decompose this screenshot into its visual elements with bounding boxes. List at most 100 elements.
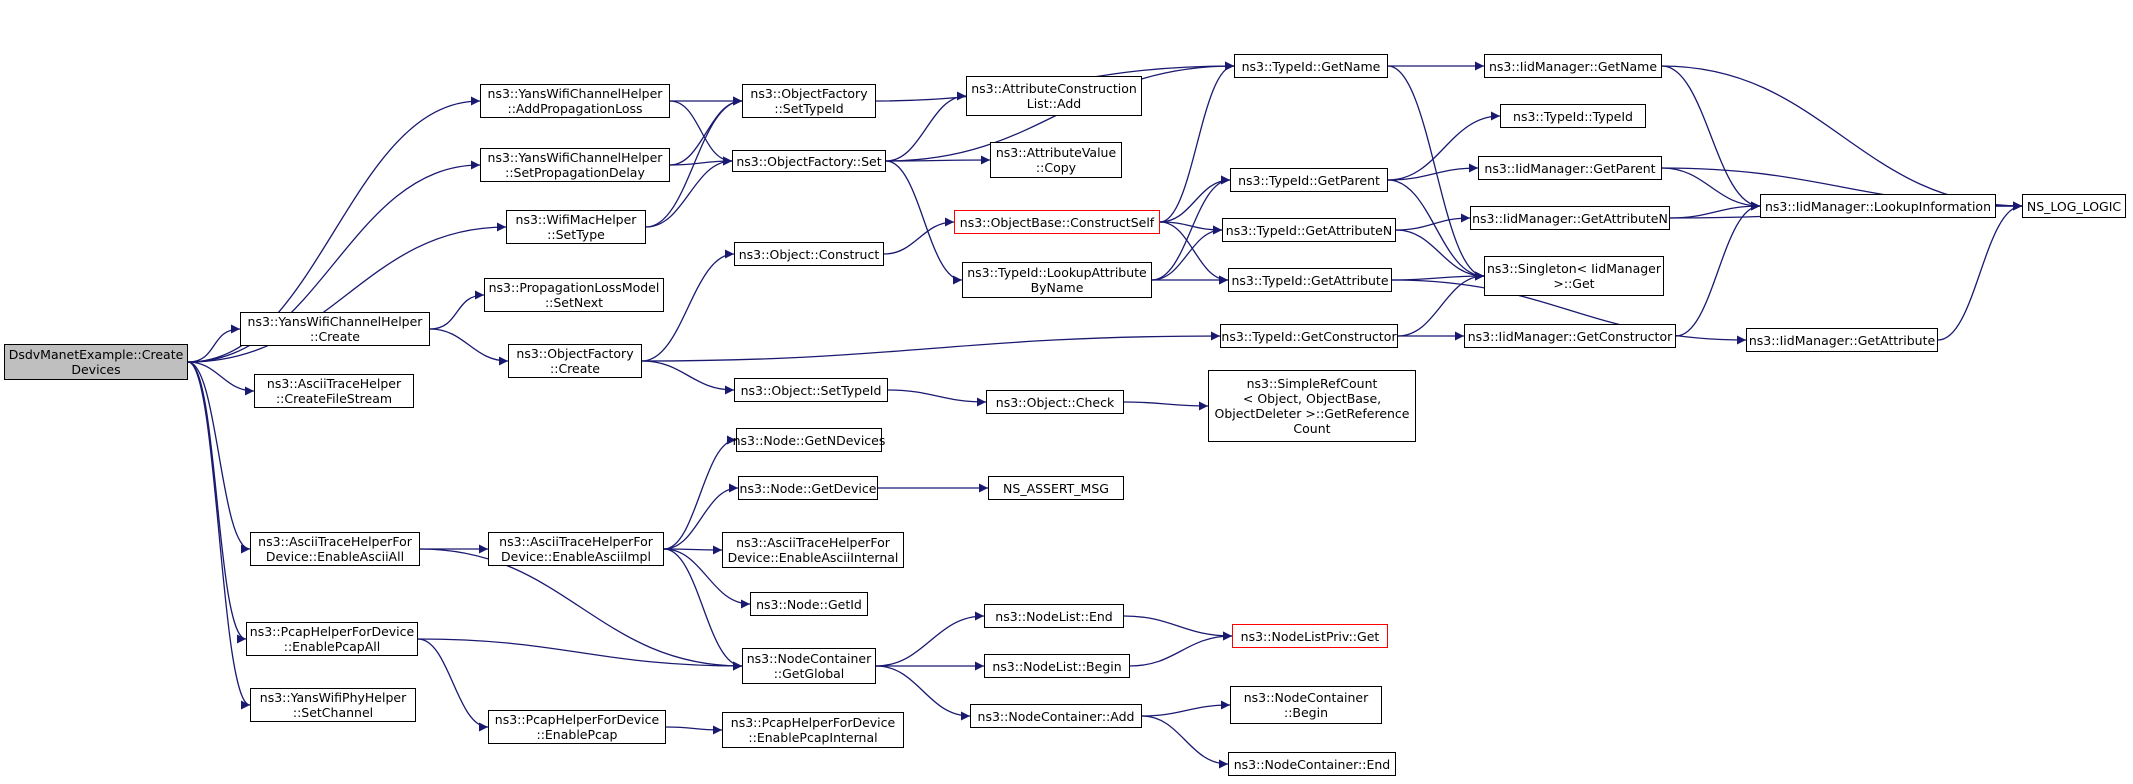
node-enable-pcap[interactable]: ns3::PcapHelperForDevice ::EnablePcap — [488, 710, 666, 744]
call-edge — [419, 548, 743, 671]
node-propagationlossmodel-setnext[interactable]: ns3::PropagationLossModel ::SetNext — [484, 278, 664, 312]
node-iidmanager-lookupinformation[interactable]: ns3::IidManager::LookupInformation — [1760, 194, 1996, 218]
call-edge — [187, 361, 247, 644]
node-iidmanager-getname[interactable]: ns3::IidManager::GetName — [1484, 54, 1662, 78]
call-edge — [1151, 175, 1231, 281]
node-objectbase-constructself[interactable]: ns3::ObjectBase::ConstructSelf — [954, 210, 1160, 234]
call-edge — [187, 160, 481, 363]
call-edge — [187, 361, 255, 396]
node-yans-phy-set-channel[interactable]: ns3::YansWifiPhyHelper ::SetChannel — [250, 688, 416, 722]
call-edge — [1675, 201, 1761, 337]
node-singleton-iidmanager-get[interactable]: ns3::Singleton< IidManager >::Get — [1484, 256, 1664, 296]
node-nodecontainer-end[interactable]: ns3::NodeContainer::End — [1228, 752, 1396, 776]
node-objectfactory-set[interactable]: ns3::ObjectFactory::Set — [732, 150, 886, 172]
call-edge — [1159, 175, 1231, 223]
node-nodelist-end[interactable]: ns3::NodeList::End — [984, 604, 1124, 628]
node-iidmanager-getparent[interactable]: ns3::IidManager::GetParent — [1478, 156, 1662, 180]
call-edge — [875, 665, 971, 721]
node-object-settypeid[interactable]: ns3::Object::SetTypeId — [734, 378, 888, 402]
call-edge — [1151, 225, 1223, 281]
node-object-check[interactable]: ns3::Object::Check — [986, 390, 1124, 414]
call-edge — [663, 548, 743, 671]
call-edge — [641, 249, 735, 362]
node-enable-ascii-internal[interactable]: ns3::AsciiTraceHelperFor Device::EnableA… — [722, 532, 904, 568]
call-edge — [645, 156, 733, 228]
call-edge — [187, 361, 251, 710]
node-dsdv-create-devices[interactable]: DsdvManetExample::Create Devices — [4, 344, 188, 380]
call-edge — [663, 548, 751, 609]
call-edge — [1661, 65, 1761, 211]
call-edge — [1129, 631, 1233, 667]
call-edge — [1661, 65, 2023, 211]
call-edge — [663, 483, 739, 550]
node-ns-assert-msg[interactable]: NS_ASSERT_MSG — [988, 476, 1124, 500]
call-edge — [885, 91, 967, 162]
call-edge — [417, 638, 489, 732]
node-enable-ascii-impl[interactable]: ns3::AsciiTraceHelperFor Device::EnableA… — [488, 532, 664, 566]
node-nodecontainer-getglobal[interactable]: ns3::NodeContainer ::GetGlobal — [742, 648, 876, 684]
node-iidmanager-getconstructor[interactable]: ns3::IidManager::GetConstructor — [1464, 324, 1676, 348]
call-edge — [187, 222, 507, 363]
call-edge — [1395, 229, 1485, 281]
call-edge — [665, 725, 723, 735]
node-enable-pcap-internal[interactable]: ns3::PcapHelperForDevice ::EnablePcapInt… — [722, 712, 904, 748]
call-edge — [641, 360, 735, 395]
node-nodelist-begin[interactable]: ns3::NodeList::Begin — [984, 654, 1130, 678]
node-iidmanager-getattributen[interactable]: ns3::IidManager::GetAttributeN — [1470, 206, 1670, 230]
call-edge — [1387, 111, 1501, 181]
node-typeid-lookupattributebyname[interactable]: ns3::TypeId::LookupAttribute ByName — [962, 262, 1152, 298]
node-typeid-getname[interactable]: ns3::TypeId::GetName — [1234, 54, 1388, 78]
node-objectfactory-settypeid[interactable]: ns3::ObjectFactory ::SetTypeId — [742, 84, 876, 118]
call-edge — [187, 96, 481, 363]
call-edge — [1123, 615, 1233, 641]
call-edge — [1661, 167, 1761, 211]
node-typeid-getconstructor[interactable]: ns3::TypeId::GetConstructor — [1220, 324, 1398, 348]
node-simplerefcount-getreferencecount[interactable]: ns3::SimpleRefCount < Object, ObjectBase… — [1208, 370, 1416, 442]
node-attributevalue-copy[interactable]: ns3::AttributeValue ::Copy — [990, 142, 1122, 178]
node-ascii-create-file-stream[interactable]: ns3::AsciiTraceHelper ::CreateFileStream — [254, 374, 414, 408]
node-ns-log-logic[interactable]: NS_LOG_LOGIC — [2022, 194, 2126, 218]
call-edge — [429, 328, 509, 366]
node-wifimac-settype[interactable]: ns3::WifiMacHelper ::SetType — [506, 210, 646, 244]
call-edge — [887, 389, 987, 407]
node-yans-channel-create[interactable]: ns3::YansWifiChannelHelper ::Create — [240, 312, 430, 346]
call-edge — [1387, 179, 1485, 281]
call-edge — [1141, 700, 1231, 717]
call-edge — [187, 361, 251, 554]
node-nodecontainer-add[interactable]: ns3::NodeContainer::Add — [970, 704, 1142, 728]
node-typeid-getattributen[interactable]: ns3::TypeId::GetAttributeN — [1222, 218, 1396, 242]
node-attributeconstructionlist-add[interactable]: ns3::AttributeConstruction List::Add — [966, 76, 1142, 116]
call-edge — [187, 324, 241, 363]
call-edge — [663, 435, 737, 550]
call-edge — [885, 160, 963, 285]
call-edge — [1141, 715, 1229, 769]
call-edge — [1387, 163, 1479, 181]
node-iidmanager-getattribute[interactable]: ns3::IidManager::GetAttribute — [1746, 328, 1938, 352]
node-typeid-getparent[interactable]: ns3::TypeId::GetParent — [1230, 168, 1388, 192]
node-node-getid[interactable]: ns3::Node::GetId — [750, 592, 868, 616]
call-edge — [641, 331, 1221, 362]
node-node-getdevice[interactable]: ns3::Node::GetDevice — [738, 476, 878, 500]
node-yans-channel-add-propagation-loss[interactable]: ns3::YansWifiChannelHelper ::AddPropagat… — [480, 84, 670, 118]
call-edge — [1159, 61, 1235, 223]
node-nodecontainer-begin[interactable]: ns3::NodeContainer ::Begin — [1230, 686, 1382, 724]
call-edge — [1395, 213, 1471, 231]
node-objectfactory-create[interactable]: ns3::ObjectFactory ::Create — [508, 344, 642, 378]
node-typeid-typeid[interactable]: ns3::TypeId::TypeId — [1500, 104, 1646, 128]
node-yans-channel-set-propagation-delay[interactable]: ns3::YansWifiChannelHelper ::SetPropagat… — [480, 148, 670, 182]
node-typeid-getattribute[interactable]: ns3::TypeId::GetAttribute — [1228, 268, 1392, 292]
call-edge — [875, 611, 985, 667]
call-edge — [417, 638, 743, 671]
node-nodelistpriv-get[interactable]: ns3::NodeListPriv::Get — [1232, 624, 1388, 648]
node-enable-pcap-all[interactable]: ns3::PcapHelperForDevice ::EnablePcapAll — [246, 622, 418, 656]
call-edge — [1123, 401, 1209, 411]
call-edge — [1397, 271, 1485, 337]
call-edge — [1937, 201, 2023, 341]
call-edge — [1387, 65, 1485, 281]
node-enable-ascii-all[interactable]: ns3::AsciiTraceHelperFor Device::EnableA… — [250, 532, 420, 566]
node-node-getndevices[interactable]: ns3::Node::GetNDevices — [733, 428, 885, 452]
call-edge — [1391, 279, 1747, 345]
node-object-construct[interactable]: ns3::Object::Construct — [734, 242, 884, 266]
